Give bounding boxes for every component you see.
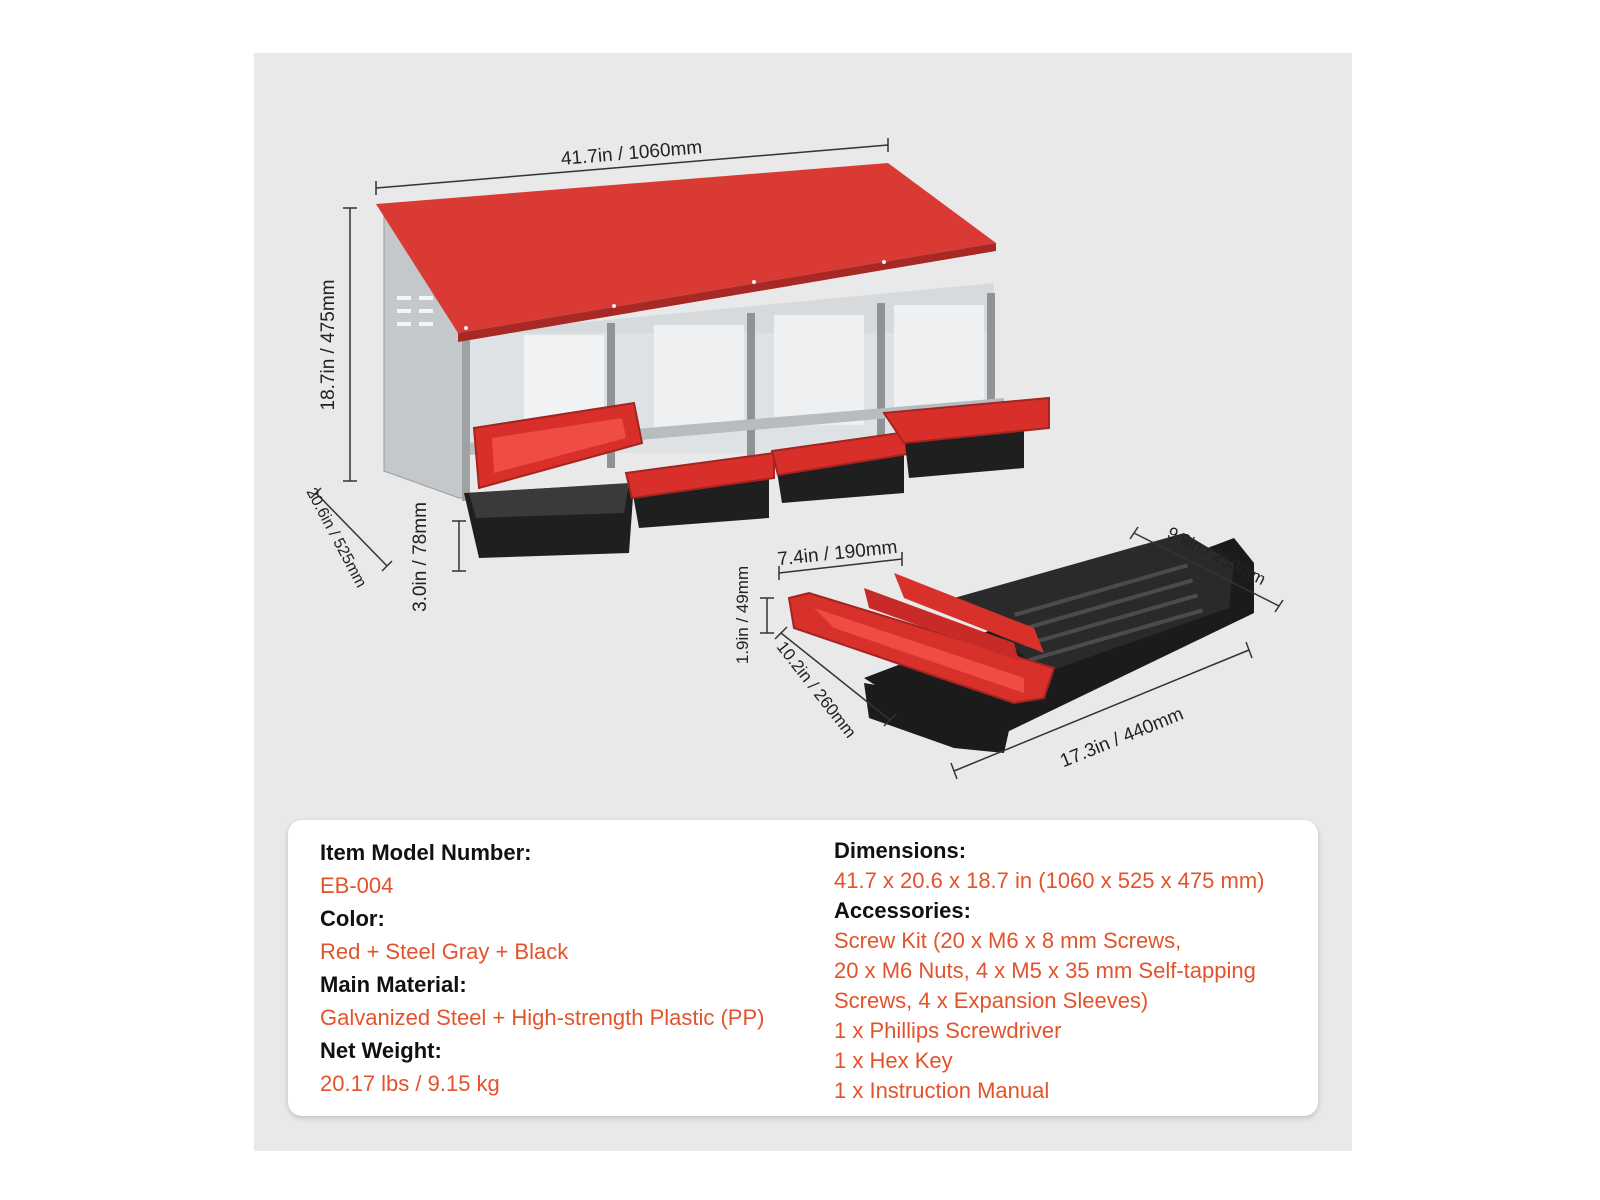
height-dimension-label: 18.7in / 475mm bbox=[318, 280, 339, 411]
tray-dimension-lines bbox=[760, 526, 1284, 780]
nesting-box bbox=[376, 163, 1050, 558]
detached-tray bbox=[787, 533, 1254, 753]
accessory-item: 1 x Phillips Screwdriver bbox=[834, 1018, 1062, 1043]
spec-card: Item Model Number: EB-004 Color: Red + S… bbox=[288, 820, 1318, 1116]
accessory-item: 1 x Instruction Manual bbox=[834, 1078, 1050, 1103]
accessory-item: Screw Kit (20 x M6 x 8 mm Screws, bbox=[834, 928, 1182, 953]
tray-lip-dimension-label: 1.9in / 49mm bbox=[733, 566, 752, 664]
main-material-value: Galvanized Steel + High-strength Plastic… bbox=[320, 1005, 765, 1030]
nest-tray-4 bbox=[882, 396, 1050, 478]
width-dimension-label: 41.7in / 1060mm bbox=[560, 137, 703, 170]
product-panel: 41.7in / 1060mm 18.7in / 475mm 20.6in / … bbox=[254, 53, 1352, 1151]
product-illustration: 41.7in / 1060mm 18.7in / 475mm 20.6in / … bbox=[303, 137, 1284, 780]
accessory-item: 1 x Hex Key bbox=[834, 1048, 953, 1073]
accessory-item: Screws, 4 x Expansion Sleeves) bbox=[834, 988, 1149, 1013]
model-number-value: EB-004 bbox=[320, 873, 394, 898]
color-value: Red + Steel Gray + Black bbox=[320, 939, 569, 964]
net-weight-label: Net Weight: bbox=[320, 1038, 442, 1063]
accessory-item: 20 x M6 Nuts, 4 x M5 x 35 mm Self-tappin… bbox=[834, 958, 1256, 983]
tray-side-dimension-label: 10.2in / 260mm bbox=[773, 638, 860, 742]
main-material-label: Main Material: bbox=[320, 972, 467, 997]
dimensions-value: 41.7 x 20.6 x 18.7 in (1060 x 525 x 475 … bbox=[834, 868, 1265, 893]
spec-column-left: Item Model Number: EB-004 Color: Red + S… bbox=[320, 836, 800, 1100]
nest-tray-1 bbox=[464, 401, 644, 558]
tray-length-dimension-label: 17.3in / 440mm bbox=[1057, 704, 1186, 773]
tray-handle-dimension-label: 7.4in / 190mm bbox=[776, 537, 898, 570]
dimensions-label: Dimensions: bbox=[834, 838, 967, 863]
accessories-label: Accessories: bbox=[834, 898, 971, 923]
nest-tray-2 bbox=[624, 451, 775, 528]
model-number-label: Item Model Number: bbox=[320, 840, 532, 865]
tray-drop-dimension-label: 3.0in / 78mm bbox=[410, 502, 431, 612]
spec-column-right: Dimensions: 41.7 x 20.6 x 18.7 in (1060 … bbox=[834, 836, 1304, 1106]
color-label: Color: bbox=[320, 906, 385, 931]
net-weight-value: 20.17 lbs / 9.15 kg bbox=[320, 1071, 500, 1096]
box-dimension-lines bbox=[310, 138, 889, 572]
